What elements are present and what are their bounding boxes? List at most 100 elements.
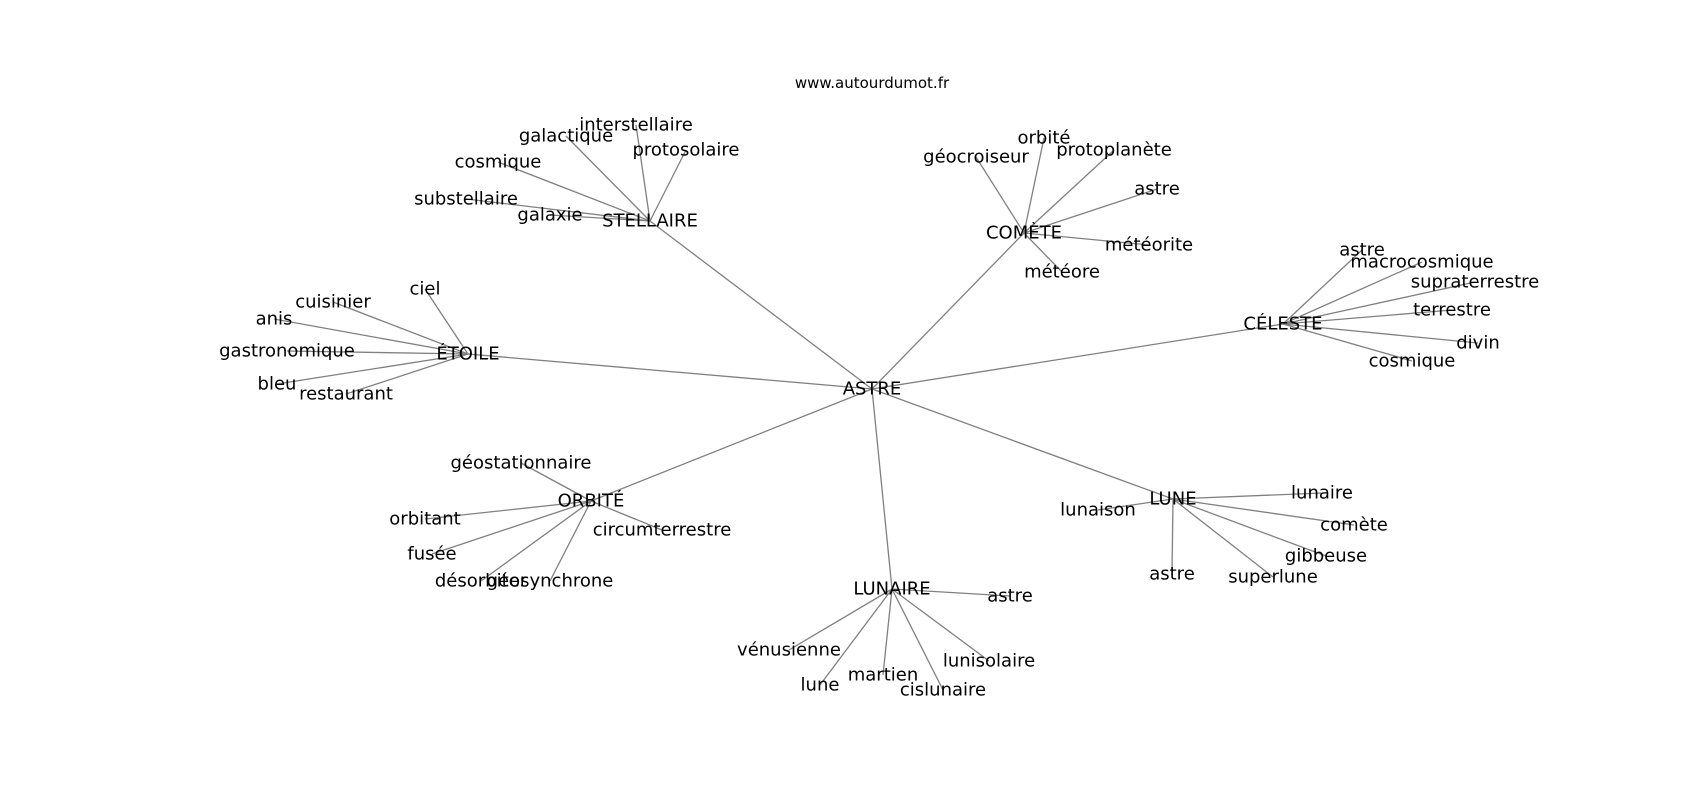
edge-comete-meteore [1023, 232, 1063, 273]
edge-orbite-fusee [431, 500, 592, 555]
node-terrestre: terrestre [1413, 300, 1491, 321]
node-anis: anis [256, 309, 293, 330]
node-ciel: ciel [410, 279, 441, 300]
edge-comete-geocroiseur [975, 156, 1025, 234]
node-circumterrestre: circumterrestre [593, 520, 732, 541]
edge-comete-astre [1023, 188, 1158, 234]
edge-lunaire-lune [819, 588, 893, 686]
edge-comete-orbite [1023, 137, 1045, 234]
edge-celeste-cosmique [1282, 323, 1413, 362]
node-orbite: orbité [1018, 128, 1071, 149]
edge-root-celeste [871, 323, 1284, 390]
edge-lunaire-lunisolaire [891, 588, 990, 662]
edge-celeste-macrocosmique [1282, 261, 1423, 325]
edge-stellaire-protosolaire [649, 149, 687, 222]
node-meteore: météore [1024, 262, 1100, 283]
node-restaurant: restaurant [299, 384, 393, 405]
edge-orbite-geostationnaire [520, 462, 592, 502]
edge-lune-comete [1172, 498, 1355, 526]
node-comete: COMÈTE [986, 222, 1062, 244]
node-cosmique: cosmique [1369, 351, 1456, 372]
edge-lunaire-martien [882, 588, 893, 676]
node-astre: astre [1339, 240, 1385, 261]
edge-orbite-circumterrestre [590, 500, 663, 531]
edge-stellaire-cosmique [497, 161, 651, 222]
edge-root-stellaire [649, 220, 873, 390]
edge-etoile-restaurant [345, 353, 469, 395]
edges-layer [273, 124, 1479, 691]
node-astre: astre [1149, 564, 1195, 585]
node-etoile: ÉTOILE [436, 343, 499, 365]
node-galactique: galactique [519, 126, 613, 147]
edge-comete-meteorite [1023, 232, 1150, 246]
edge-stellaire-galaxie [549, 214, 651, 222]
node-protoplanete: protoplanète [1056, 140, 1172, 161]
node-venusienne: vénusienne [737, 640, 841, 661]
node-geocroiseur: géocroiseur [923, 147, 1029, 168]
node-superlune: superlune [1228, 567, 1318, 588]
node-supraterrestre: supraterrestre [1411, 272, 1539, 293]
edge-etoile-bleu [276, 353, 469, 385]
node-martien: martien [848, 665, 919, 686]
edge-celeste-terrestre [1282, 309, 1453, 325]
node-celeste: CÉLESTE [1243, 313, 1322, 335]
edge-root-lune [871, 388, 1174, 500]
edge-stellaire-galactique [565, 135, 651, 222]
node-astre: astre [1134, 179, 1180, 200]
node-divin: divin [1456, 333, 1500, 354]
node-lune: lune [801, 675, 840, 696]
node-comete: comète [1320, 515, 1388, 536]
edge-lunaire-astre [891, 588, 1011, 597]
edge-root-comete [871, 232, 1025, 390]
edge-orbite-orbitant [424, 500, 592, 520]
edge-etoile-cuisinier [332, 301, 469, 355]
edge-stellaire-interstellaire [635, 124, 651, 222]
node-desorbiter: désorbiter [435, 571, 528, 592]
edge-lune-lunaison [1097, 498, 1174, 511]
node-cosmique: cosmique [455, 152, 542, 173]
edge-root-etoile [467, 353, 873, 390]
node-root-astre: ASTRE [843, 379, 902, 400]
node-fusee: fusée [407, 544, 456, 565]
node-orbitant: orbitant [389, 509, 460, 530]
node-geosynchrone: géosynchrone [487, 571, 614, 592]
edge-lunaire-cislunaire [891, 588, 944, 691]
edge-comete-protoplanete [1023, 149, 1115, 234]
edge-stellaire-substellaire [465, 198, 651, 222]
node-meteorite: météorite [1105, 235, 1193, 256]
node-substellaire: substellaire [414, 189, 518, 210]
node-astre: astre [987, 586, 1033, 607]
edge-celeste-supraterrestre [1282, 281, 1476, 325]
node-macrocosmique: macrocosmique [1350, 252, 1493, 273]
edge-etoile-gastronomique [286, 350, 469, 355]
node-protosolaire: protosolaire [632, 140, 739, 161]
node-lunaison: lunaison [1060, 500, 1136, 521]
edge-lune-astre [1171, 498, 1174, 575]
node-cuisinier: cuisinier [295, 292, 371, 313]
node-lunisolaire: lunisolaire [943, 651, 1035, 672]
node-bleu: bleu [258, 374, 297, 395]
edge-orbite-geosynchrone [549, 500, 592, 582]
node-lunaire: LUNAIRE [853, 579, 930, 600]
edge-celeste-astre [1282, 249, 1363, 325]
node-cislunaire: cislunaire [900, 680, 986, 701]
edge-etoile-ciel [424, 288, 469, 355]
node-gastronomique: gastronomique [219, 341, 355, 362]
edge-orbite-desorbiter [480, 500, 592, 582]
node-geostationnaire: géostationnaire [451, 453, 592, 474]
node-orbite: ORBITÉ [558, 490, 625, 512]
node-interstellaire: interstellaire [579, 115, 693, 136]
edge-lune-superlune [1172, 498, 1274, 578]
node-lune: LUNE [1149, 489, 1196, 510]
edge-lune-lunaire [1172, 492, 1323, 500]
edge-etoile-anis [273, 318, 469, 355]
node-stellaire: STELLAIRE [602, 211, 698, 232]
node-lunaire: lunaire [1291, 483, 1353, 504]
edge-celeste-divin [1282, 323, 1479, 344]
edge-lune-gibbeuse [1172, 498, 1327, 557]
source-watermark: www.autourdumot.fr [795, 74, 950, 92]
node-galaxie: galaxie [517, 205, 582, 226]
node-gibbeuse: gibbeuse [1285, 546, 1367, 567]
